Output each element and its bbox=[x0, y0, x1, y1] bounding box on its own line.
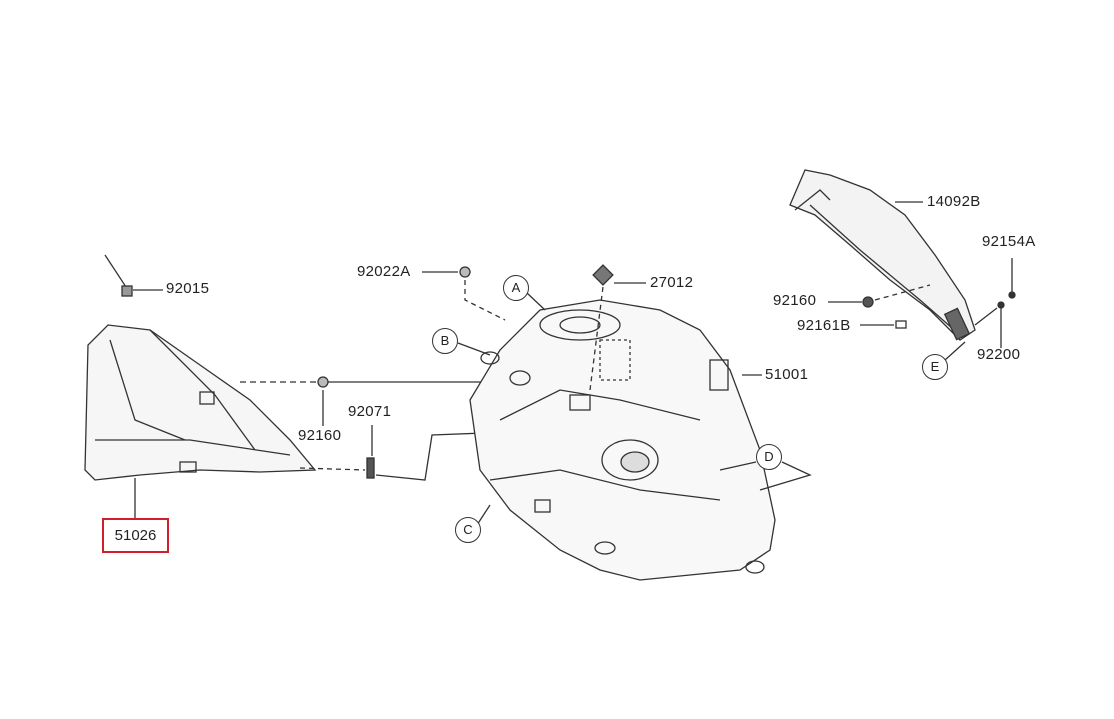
bolt-92154A-icon bbox=[1008, 291, 1016, 299]
clip-92071-icon bbox=[366, 457, 375, 479]
part-number-92154A[interactable]: 92154A bbox=[982, 233, 1036, 250]
part-number-14092B[interactable]: 14092B bbox=[927, 193, 981, 210]
part-number-92200[interactable]: 92200 bbox=[977, 346, 1021, 363]
washer-92022A-icon bbox=[459, 266, 471, 278]
callout-a: A bbox=[503, 275, 529, 301]
part-number-92015[interactable]: 92015 bbox=[166, 280, 210, 297]
fuel-tank-part bbox=[469, 299, 776, 581]
bolt-92015-icon bbox=[121, 285, 133, 297]
nut-92200-icon bbox=[997, 301, 1005, 309]
label-27012-icon bbox=[592, 264, 614, 286]
part-number-51001[interactable]: 51001 bbox=[765, 366, 809, 383]
grommet-92160-right-icon bbox=[862, 296, 874, 308]
leader-line bbox=[104, 254, 129, 291]
part-number-92022A[interactable]: 92022A bbox=[357, 263, 411, 280]
part-number-51026-highlighted[interactable]: 51026 bbox=[102, 518, 169, 553]
part-number-27012[interactable]: 27012 bbox=[650, 274, 694, 291]
grommet-92160-icon bbox=[317, 376, 329, 388]
callout-d: D bbox=[756, 444, 782, 470]
side-cover-part bbox=[84, 324, 317, 518]
callout-e: E bbox=[922, 354, 948, 380]
part-number-92071[interactable]: 92071 bbox=[348, 403, 392, 420]
part-number-92160-right[interactable]: 92160 bbox=[773, 292, 817, 309]
callout-c: C bbox=[455, 517, 481, 543]
bracket-part bbox=[789, 169, 976, 341]
callout-b: B bbox=[432, 328, 458, 354]
collar-92161B-icon bbox=[895, 320, 907, 329]
part-number-92161B[interactable]: 92161B bbox=[797, 317, 851, 334]
part-number-92160-left[interactable]: 92160 bbox=[298, 427, 342, 444]
